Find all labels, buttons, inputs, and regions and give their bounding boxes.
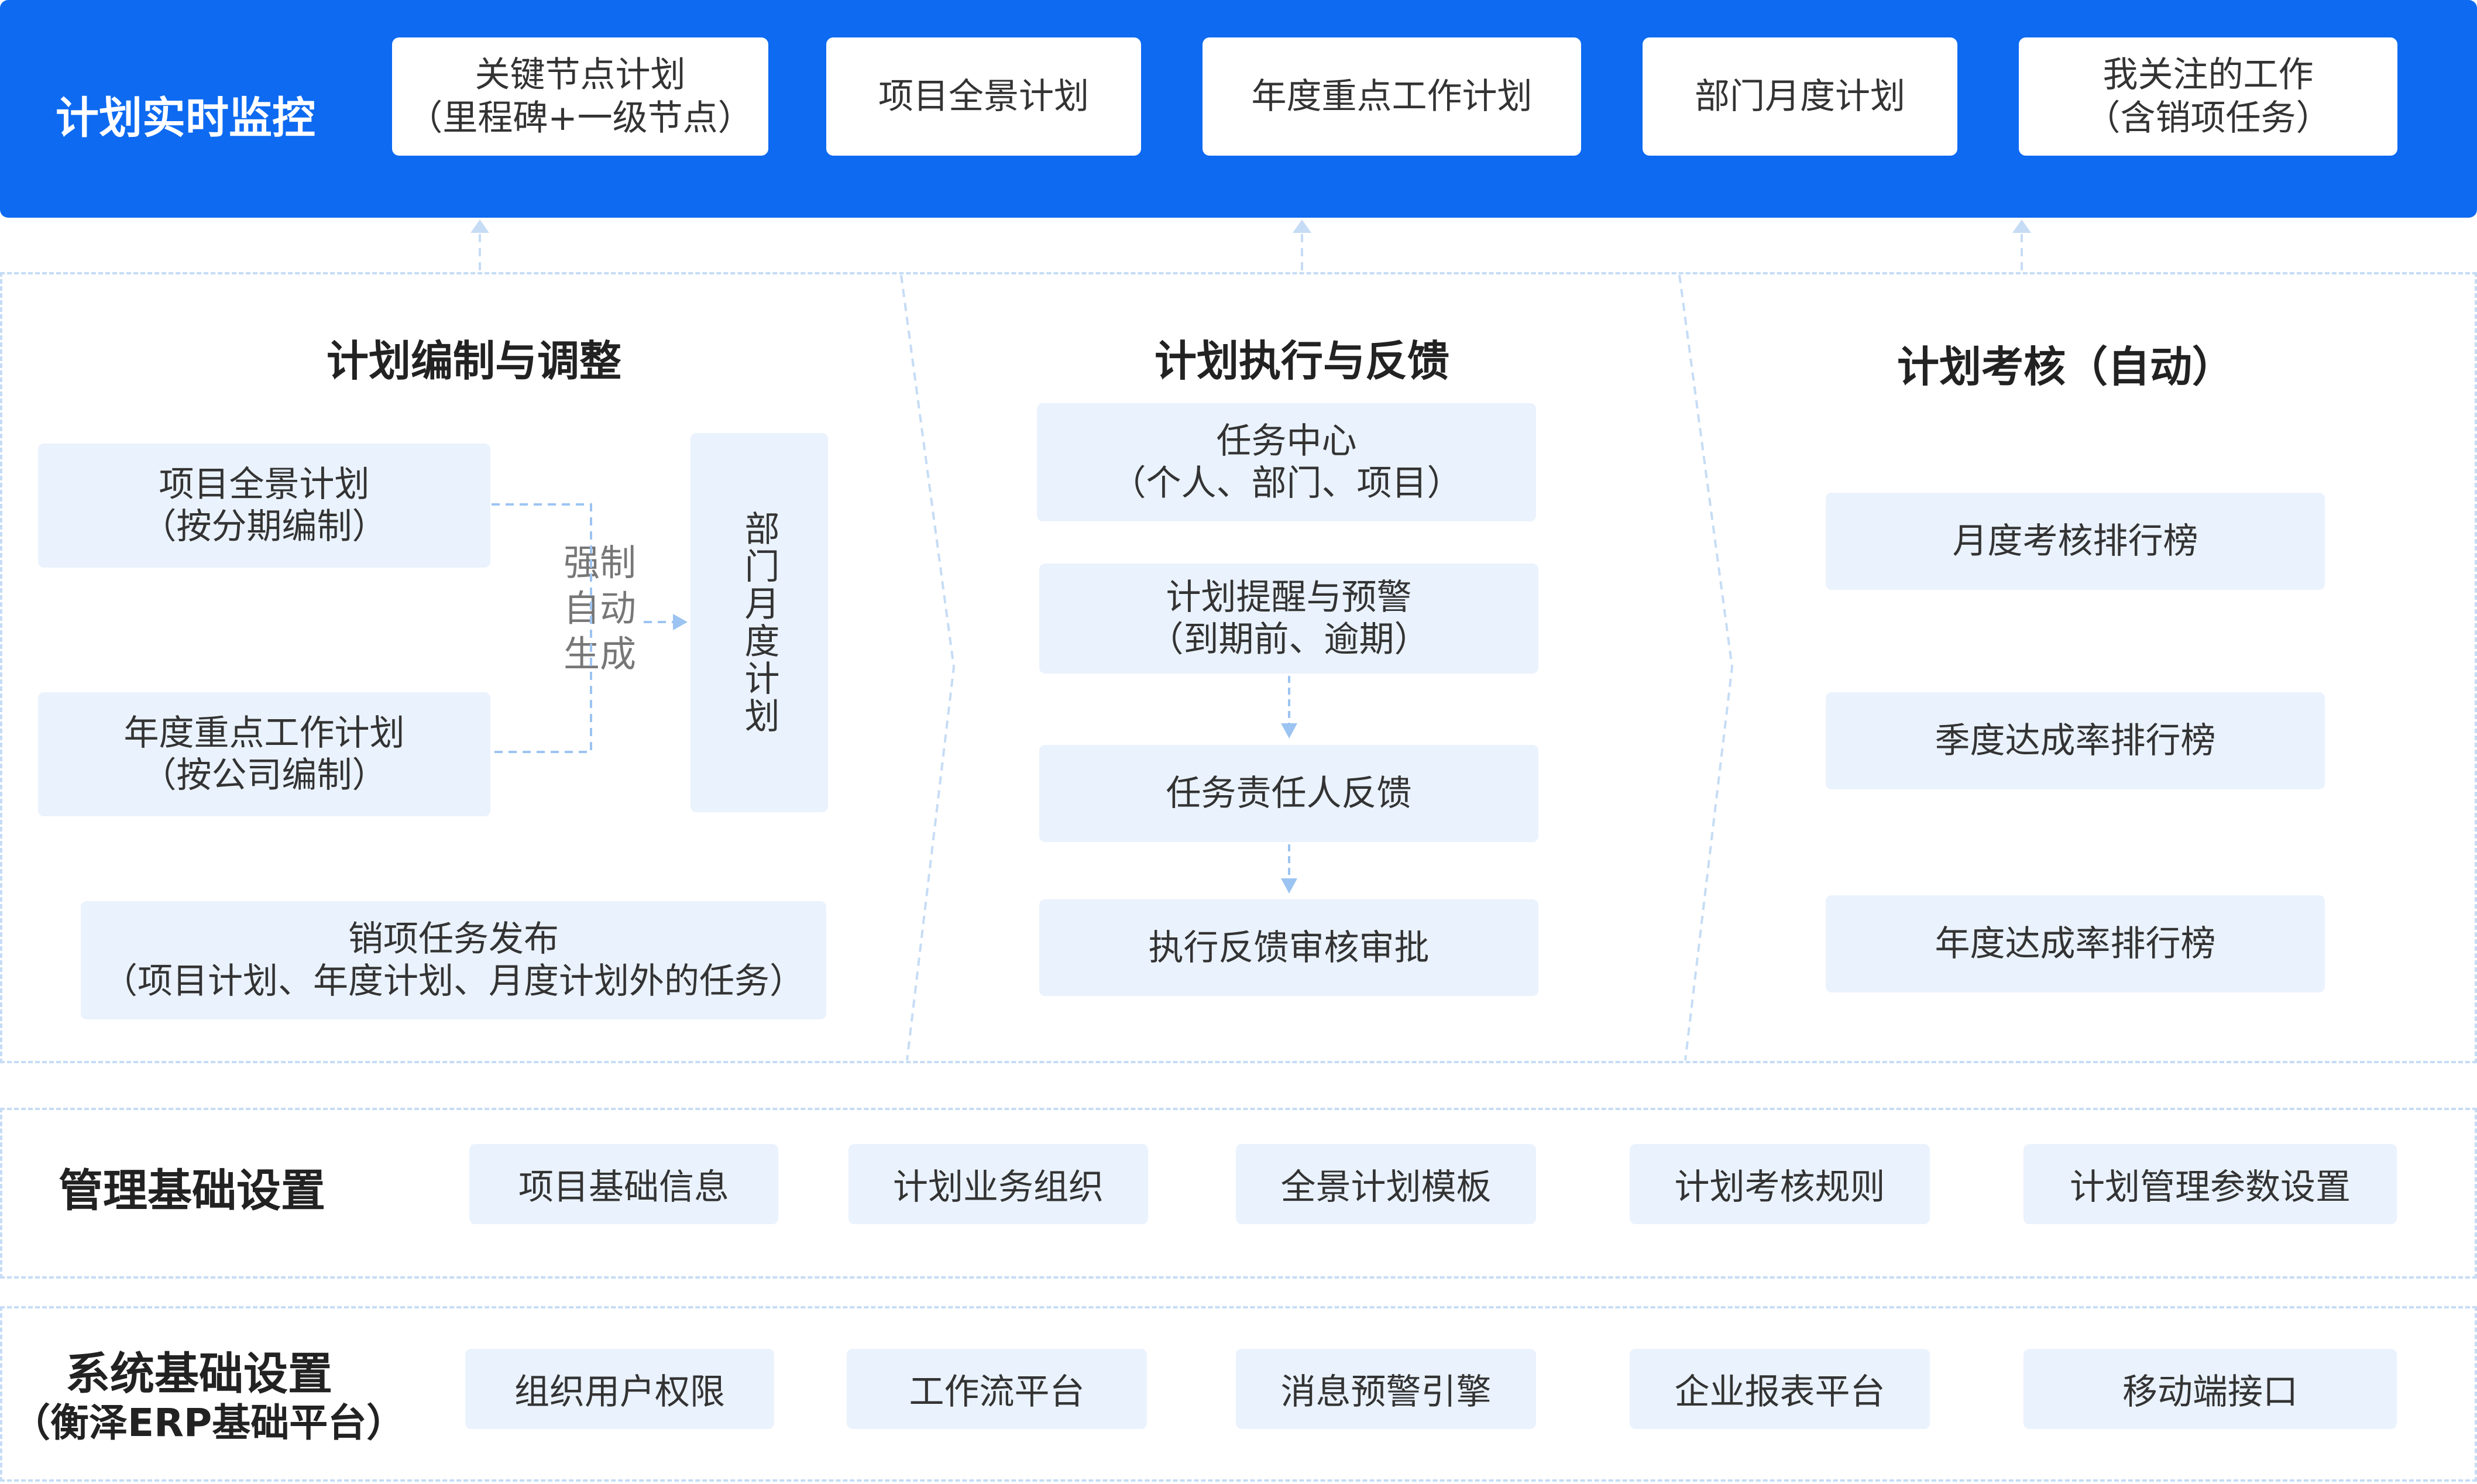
item-text: 计划考核规则 <box>1674 1167 1885 1208</box>
card-line2: （里程碑+一级节点） <box>407 98 753 139</box>
up-arrow-head-2 <box>1293 219 1311 233</box>
plan-monitor-title: 计划实时监控 <box>56 92 315 143</box>
card-line1: 计划提醒与预警 <box>1166 577 1412 618</box>
item-text: 消息预警引擎 <box>1280 1372 1492 1413</box>
task-center-card[interactable]: 任务中心 （个人、部门、项目） <box>1037 403 1536 521</box>
plan-process-panel <box>0 272 2477 1063</box>
plan-execution-title: 计划执行与反馈 <box>1154 336 1449 386</box>
mobile-interface-item[interactable]: 移动端接口 <box>2023 1349 2397 1429</box>
annual-ranking-card[interactable]: 年度达成率排行榜 <box>1826 895 2325 992</box>
label-line1: 强制 <box>563 541 636 584</box>
title-line2: （衡泽ERP基础平台） <box>12 1400 406 1445</box>
task-release-card[interactable]: 销项任务发布 （项目计划、年度计划、月度计划外的任务） <box>81 901 826 1019</box>
card-line1: 项目全景计划 <box>159 464 370 505</box>
item-text: 项目基础信息 <box>518 1167 729 1208</box>
project-basic-info-item[interactable]: 项目基础信息 <box>469 1144 778 1224</box>
card-line2: （含销项任务） <box>2085 98 2331 139</box>
item-text: 计划管理参数设置 <box>2070 1167 2351 1208</box>
annual-plan-by-company-card[interactable]: 年度重点工作计划 （按公司编制） <box>38 692 490 816</box>
message-alert-engine-item[interactable]: 消息预警引擎 <box>1236 1349 1536 1429</box>
card-line2: （个人、部门、项目） <box>1111 463 1462 504</box>
system-settings-title: 系统基础设置 （衡泽ERP基础平台） <box>12 1346 406 1451</box>
monthly-ranking-card[interactable]: 月度考核排行榜 <box>1826 493 2325 590</box>
item-text: 组织用户权限 <box>514 1372 725 1413</box>
milestone-plan-card[interactable]: 关键节点计划 （里程碑+一级节点） <box>392 37 768 156</box>
card-text: 月度考核排行榜 <box>1952 521 2198 562</box>
card-line1: 年度重点工作计划 <box>123 713 405 754</box>
card-line1: 年度重点工作计划 <box>1251 76 1533 117</box>
feedback-approval-card[interactable]: 执行反馈审核审批 <box>1039 899 1538 996</box>
card-text: 部门月度计划 <box>738 510 779 735</box>
up-arrow-head-1 <box>470 219 489 233</box>
item-text: 计划业务组织 <box>893 1167 1104 1208</box>
panorama-plan-template-item[interactable]: 全景计划模板 <box>1236 1144 1536 1224</box>
management-settings-title: 管理基础设置 <box>59 1164 325 1217</box>
enterprise-report-platform-item[interactable]: 企业报表平台 <box>1630 1349 1930 1429</box>
plan-business-org-item[interactable]: 计划业务组织 <box>848 1144 1148 1224</box>
card-line1: 关键节点计划 <box>475 54 686 95</box>
card-text: 年度达成率排行榜 <box>1935 923 2216 964</box>
label-line3: 生成 <box>563 633 636 675</box>
project-plan-by-phase-card[interactable]: 项目全景计划 （按分期编制） <box>38 444 490 568</box>
system-settings-panel <box>0 1306 2477 1482</box>
card-line2: （按分期编制） <box>141 506 387 547</box>
label-line2: 自动 <box>563 587 636 630</box>
plan-parameter-settings-item[interactable]: 计划管理参数设置 <box>2023 1144 2397 1224</box>
item-text: 企业报表平台 <box>1674 1372 1885 1413</box>
card-line2: （按公司编制） <box>141 755 387 796</box>
item-text: 全景计划模板 <box>1280 1167 1492 1208</box>
item-text: 工作流平台 <box>909 1372 1085 1413</box>
card-line1: 我关注的工作 <box>2102 54 2314 95</box>
annual-key-work-plan-card[interactable]: 年度重点工作计划 <box>1203 37 1581 156</box>
card-text: 季度达成率排行榜 <box>1935 720 2216 761</box>
up-arrow-head-3 <box>2012 219 2031 233</box>
plan-assessment-title: 计划考核（自动） <box>1897 342 2234 391</box>
plan-assessment-rules-item[interactable]: 计划考核规则 <box>1630 1144 1930 1224</box>
auto-generate-label: 强制 自动 生成 <box>544 535 655 682</box>
card-line1: 部门月度计划 <box>1695 76 1905 117</box>
card-line1: 任务中心 <box>1216 421 1357 462</box>
card-line1: 项目全景计划 <box>878 76 1089 117</box>
management-settings-panel <box>0 1108 2477 1279</box>
plan-compile-title: 计划编制与调整 <box>326 336 621 386</box>
my-followed-work-card[interactable]: 我关注的工作 （含销项任务） <box>2019 37 2397 156</box>
org-user-permission-item[interactable]: 组织用户权限 <box>465 1349 774 1429</box>
card-line2: （到期前、逾期） <box>1148 619 1430 660</box>
dept-monthly-plan-vertical-card[interactable]: 部门月度计划 <box>690 433 828 812</box>
project-panorama-plan-card[interactable]: 项目全景计划 <box>826 37 1141 156</box>
item-text: 移动端接口 <box>2122 1372 2298 1413</box>
title-line1: 系统基础设置 <box>66 1348 332 1400</box>
plan-reminder-card[interactable]: 计划提醒与预警 （到期前、逾期） <box>1039 564 1538 674</box>
dept-monthly-plan-card[interactable]: 部门月度计划 <box>1643 37 1957 156</box>
card-text: 任务责任人反馈 <box>1166 773 1412 814</box>
workflow-platform-item[interactable]: 工作流平台 <box>847 1349 1147 1429</box>
quarterly-ranking-card[interactable]: 季度达成率排行榜 <box>1826 692 2325 789</box>
task-owner-feedback-card[interactable]: 任务责任人反馈 <box>1039 745 1538 842</box>
card-line2: （项目计划、年度计划、月度计划外的任务） <box>102 961 805 1002</box>
card-line1: 销项任务发布 <box>348 919 559 960</box>
card-text: 执行反馈审核审批 <box>1148 927 1430 968</box>
